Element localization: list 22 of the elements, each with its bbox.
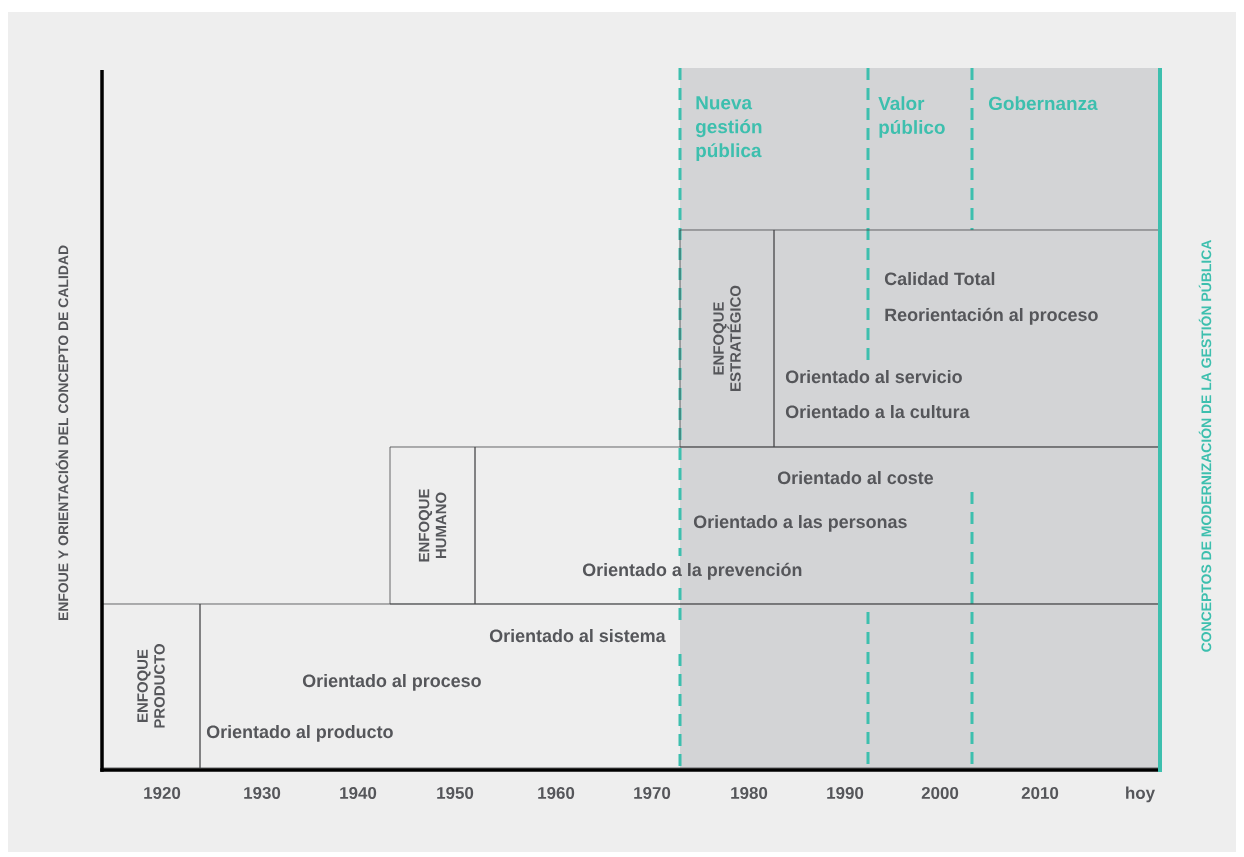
orientation-band: Orientado al sistema Orientado al proceso Orientado al producto — [199, 603, 1161, 769]
year-label: 1930 — [244, 786, 281, 799]
period-label: Gobernanza — [989, 96, 1098, 111]
year-label: 1940 — [340, 786, 377, 799]
year-label: 2010 — [1021, 786, 1059, 799]
orientation-band: Orientado al coste Orientado a las personas Orientado a la prevención — [474, 446, 1161, 605]
approach-box: ENFOQUE ESTRATÉGICO — [679, 229, 775, 448]
axis-title: ENFOUE Y ORIENTACIÓN DEL CONCEPTO DE CALIDAD — [55, 245, 69, 621]
period-label: Nueva gestión pública — [696, 96, 762, 161]
year-label: 1950 — [437, 786, 474, 799]
year-label: 1970 — [634, 786, 671, 799]
axis-title: CONCEPTOS DE MODERNIZACIÓN DE LA GESTIÓN PÚBLICA — [1198, 240, 1212, 652]
approach-box: ENFOQUE PRODUCTO — [101, 603, 201, 769]
year-label: 2000 — [921, 786, 959, 799]
year-label: hoy — [1126, 786, 1155, 803]
year-label: 1920 — [144, 786, 181, 799]
year-label: 1980 — [731, 786, 768, 799]
year-label: 1960 — [538, 786, 575, 799]
orientation-band: Calidad Total Reorientación al proceso Orientado al servicio Orientado a la cultura — [773, 229, 1161, 448]
year-label: 1990 — [827, 786, 864, 799]
period-label: Valor público — [878, 96, 945, 138]
approach-box: ENFOQUE HUMANO — [389, 446, 476, 605]
